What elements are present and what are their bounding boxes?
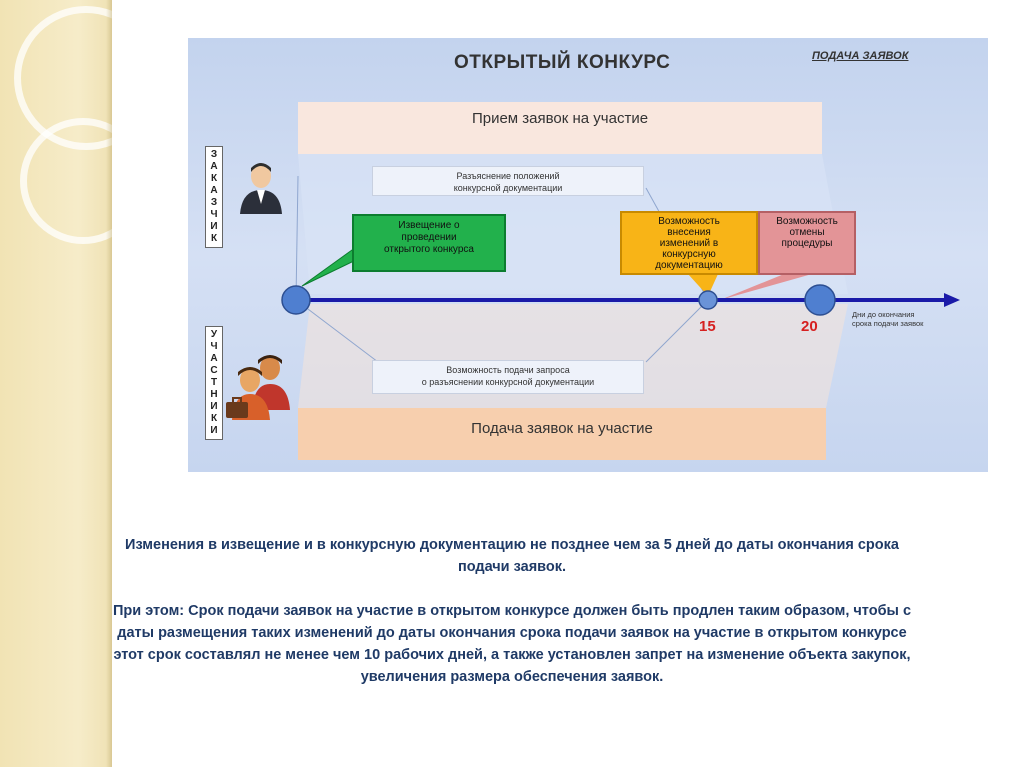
para2-line: этот срок составлял не менее чем 10 рабо…	[113, 647, 911, 663]
participants-label-line: У	[210, 329, 218, 340]
cancel-box-line: процедуры	[781, 238, 833, 249]
changes-box-line: документацию	[655, 260, 723, 271]
notice-box-line: проведении	[401, 232, 457, 243]
customer-person-icon	[240, 163, 282, 214]
clarification-box-line: конкурсной документации	[453, 183, 563, 193]
para2-line: При этом: Срок подачи заявок на участие …	[112, 603, 912, 619]
day-15-label: 15	[699, 318, 716, 335]
axis-caption-line: срока подачи заявок	[852, 319, 924, 328]
para2-line: увеличения размера обеспечения заявок.	[360, 669, 664, 685]
day-20-label: 20	[801, 318, 818, 335]
customer-label-line: З	[210, 149, 218, 160]
participants-label-line: И	[210, 425, 218, 436]
participants-label-line: Т	[210, 377, 218, 388]
decorative-ring-bottom	[20, 118, 146, 244]
customer-label-line: К	[210, 173, 218, 184]
paragraph-extension-rule: При этом: Срок подачи заявок на участие …	[60, 600, 964, 688]
participants-label-line: Ч	[210, 341, 218, 352]
request-box: Возможность подачи запроса о разъяснении …	[372, 360, 644, 394]
participants-label-line: А	[210, 353, 218, 364]
customer-label-line: З	[210, 197, 218, 208]
diagram-title: ОТКРЫТЫЙ КОНКУРС	[454, 52, 671, 73]
connector-top-left	[295, 175, 299, 301]
clarification-box-line: Разъяснение положений	[456, 171, 560, 181]
customer-label-line: Ч	[210, 209, 218, 220]
timeline-node-15	[698, 290, 718, 310]
diagram-subtitle: ПОДАЧА ЗАЯВОК	[812, 50, 909, 62]
top-band-label: Прием заявок на участие	[471, 110, 649, 127]
bottom-band	[298, 408, 826, 460]
changes-box-line: конкурсную	[662, 249, 716, 260]
participants-people-icon	[226, 355, 290, 420]
top-band	[298, 102, 822, 154]
connector-bottom-left	[295, 299, 379, 363]
paragraph-changes-deadline: Изменения в извещение и в конкурсную док…	[60, 534, 964, 578]
participants-label-line: К	[210, 413, 218, 424]
clarification-box: Разъяснение положений конкурсной документ…	[372, 166, 644, 196]
cancel-box-line: Возможность	[776, 216, 838, 227]
participants-label-line: И	[210, 401, 218, 412]
procurement-diagram: ОТКРЫТЫЙ КОНКУРС ПОДАЧА ЗАЯВОК Прием зая…	[188, 38, 988, 472]
notice-box-line: Извещение о	[398, 220, 460, 231]
timeline-graphics	[281, 154, 960, 408]
para1-line: подачи заявок.	[457, 559, 567, 575]
customer-label-line: К	[210, 233, 218, 244]
request-box-line: Возможность подачи запроса	[446, 365, 570, 375]
axis-caption-line: Дни до окончания	[852, 310, 915, 319]
participants-label-line: Н	[210, 389, 218, 400]
para2-line: даты размещения таких изменений до даты …	[117, 625, 907, 641]
changes-box-line: внесения	[667, 227, 711, 238]
customer-label-line: И	[210, 221, 218, 232]
cancel-box-line: отмены	[789, 227, 825, 238]
request-box-line: о разъяснении конкурсной документации	[421, 377, 595, 387]
decorative-side-strip	[0, 0, 158, 767]
timeline-node-20	[804, 284, 836, 316]
timeline-arrow-head	[944, 293, 960, 307]
changes-box-line: изменений в	[659, 238, 719, 249]
changes-box-line: Возможность	[658, 216, 720, 227]
participants-label-line: С	[210, 365, 218, 376]
changes-pointer	[688, 274, 718, 296]
para1-line: Изменения в извещение и в конкурсную док…	[125, 537, 899, 553]
customer-label-line: А	[210, 185, 218, 196]
cancel-pointer	[720, 274, 812, 300]
customer-label-line: А	[210, 161, 218, 172]
connector-bottom-right	[645, 299, 709, 363]
bottom-band-label: Подача заявок на участие	[471, 420, 653, 437]
notice-box-line: открытого конкурса	[384, 244, 474, 255]
timeline-node-start	[281, 285, 311, 315]
